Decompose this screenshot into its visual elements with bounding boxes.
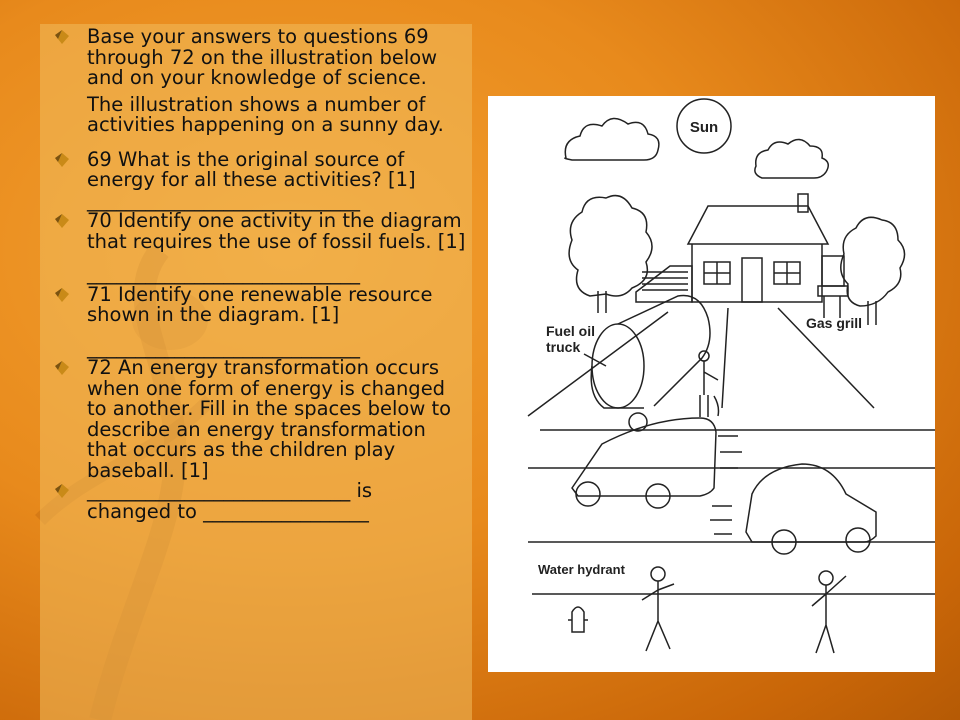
intro-text-2: The illustration shows a number of activ… — [87, 92, 444, 136]
bullet-icon — [55, 214, 69, 228]
sun-label: Sun — [690, 119, 718, 136]
text-panel — [40, 24, 472, 720]
person-watering-icon — [698, 350, 720, 417]
house-icon — [635, 193, 830, 303]
fuel-oil-truck-icon: Fuel oil truck — [546, 294, 711, 432]
activity-illustration: Sun — [488, 96, 935, 672]
bullet-icon — [55, 30, 69, 44]
water-hydrant-icon: Water hydrant — [538, 562, 626, 633]
sun-icon: Sun — [676, 98, 732, 154]
question-71: 71 Identify one renewable resource shown… — [55, 282, 467, 359]
gas-grill-label: Gas grill — [806, 315, 862, 331]
tree-icon — [568, 194, 653, 313]
question-text: 70 Identify one activity in the diagram … — [87, 209, 466, 253]
intro-item: Base your answers to questions 69 throug… — [55, 25, 467, 136]
question-69: 69 What is the original source of energy… — [55, 147, 467, 212]
question-text: 71 Identify one renewable resource shown… — [87, 282, 433, 326]
van-icon — [571, 417, 742, 509]
question-text: 72 An energy transformation occurs when … — [87, 356, 452, 482]
answer-blank[interactable]: ____________________________ — [87, 335, 360, 359]
fuel-oil-label: truck — [546, 339, 580, 355]
question-list: Base your answers to questions 69 throug… — [55, 25, 467, 523]
fuel-oil-label: Fuel oil — [546, 323, 595, 339]
answer-blank[interactable]: ____________________________ — [87, 188, 360, 212]
water-hydrant-label: Water hydrant — [538, 562, 626, 577]
answer-line-1[interactable]: ___________________________ is — [87, 479, 373, 502]
gas-grill-icon: Gas grill — [806, 255, 862, 331]
question-72: 72 An energy transformation occurs when … — [55, 356, 467, 482]
bullet-icon — [55, 361, 69, 375]
question-70: 70 Identify one activity in the diagram … — [55, 209, 467, 285]
tree-icon — [840, 216, 906, 325]
child-pitcher-icon — [641, 566, 675, 652]
bullet-icon — [55, 287, 69, 302]
bullet-icon — [55, 484, 69, 498]
question-text: 69 What is the original source of energy… — [87, 147, 416, 191]
bullet-icon — [55, 152, 69, 167]
driveway-lines — [527, 307, 875, 417]
cloud-icon — [564, 117, 660, 161]
intro-text-1: Base your answers to questions 69 throug… — [87, 25, 438, 89]
answer-line-2[interactable]: changed to _________________ — [87, 499, 369, 523]
cloud-icon — [754, 138, 829, 179]
child-batter-icon — [811, 570, 847, 654]
car-icon — [710, 463, 877, 555]
answer-line-item: ___________________________ is changed t… — [55, 479, 467, 523]
answer-blank[interactable]: ____________________________ — [87, 262, 360, 285]
